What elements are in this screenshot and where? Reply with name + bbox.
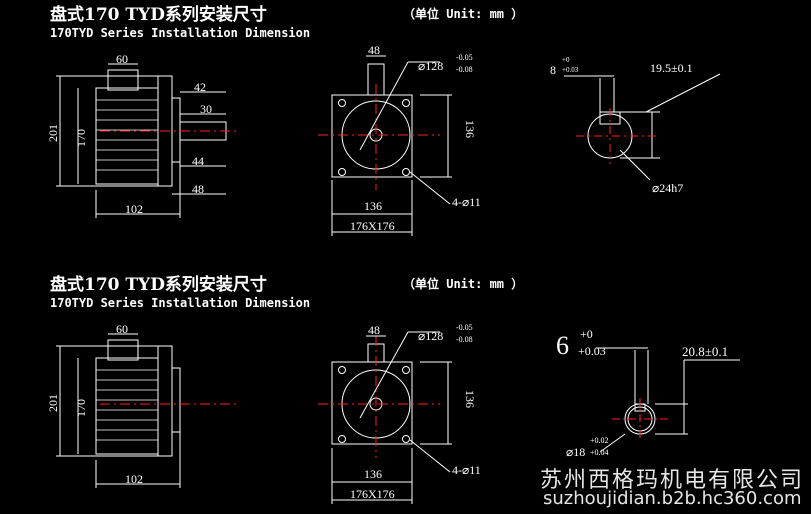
dim-136-w-2: 136 <box>364 467 382 481</box>
section-1-title: 盘式170 TYD系列安装尺寸 <box>50 5 267 25</box>
section-2-unit: （单位 Unit: mm ） <box>403 277 524 291</box>
dim-key-6: 6 <box>556 331 569 360</box>
key-dn-2: +0.03 <box>578 344 606 358</box>
dia-up-2: +0.02 <box>590 436 609 445</box>
dim-shaft-dia: ⌀24h7 <box>652 181 683 195</box>
dim-inner: 170 <box>74 129 88 147</box>
dim-136-h-2: 136 <box>463 390 477 408</box>
key-up: +0 <box>562 56 570 64</box>
dim-length: 102 <box>125 202 143 216</box>
dim-48: 48 <box>192 182 204 196</box>
dim-42: 42 <box>194 80 206 94</box>
dim-shaft-width-2: 60 <box>116 322 128 336</box>
dim-height: 201 <box>46 124 60 142</box>
dim-holes-2: 4-⌀11 <box>452 463 481 477</box>
dim-outer-2: 176X176 <box>350 487 395 501</box>
dim-inner-2: 170 <box>74 399 88 417</box>
dim-shaft-dia-2: ⌀18 <box>566 445 585 459</box>
side-view-1 <box>56 63 236 218</box>
dim-136-w: 136 <box>364 199 382 213</box>
tol-up-2: -0.05 <box>456 323 473 332</box>
dim-key-8: 8 <box>550 63 556 77</box>
dim-key-48-2: 48 <box>368 323 380 337</box>
side-view-2 <box>56 333 236 488</box>
section-1-unit: （单位 Unit: mm ） <box>403 7 524 21</box>
tol-up: -0.05 <box>456 53 473 62</box>
key-dn: +0.03 <box>562 66 579 74</box>
dim-30: 30 <box>200 102 212 116</box>
front-view-2 <box>318 331 452 504</box>
shaft-detail-1 <box>564 73 721 181</box>
tol-dn-2: -0.08 <box>456 335 473 344</box>
section-2-title: 盘式170 TYD系列安装尺寸 <box>50 275 267 295</box>
front-view-1 <box>318 55 452 236</box>
section-2-subtitle: 170TYD Series Installation Dimension <box>50 296 311 310</box>
dim-outer: 176X176 <box>350 219 395 233</box>
section-1-subtitle: 170TYD Series Installation Dimension <box>50 26 311 40</box>
dim-length-2: 102 <box>125 472 143 486</box>
dim-dia-128: ⌀128 <box>418 59 443 73</box>
dim-depth-2: 20.8±0.1 <box>682 344 728 359</box>
dim-44: 44 <box>192 154 204 168</box>
dim-key-48: 48 <box>368 43 380 57</box>
dim-depth: 19.5±0.1 <box>650 61 693 75</box>
dim-holes: 4-⌀11 <box>452 195 481 209</box>
shaft-detail-2 <box>596 347 740 453</box>
watermark-url: suzhoujidian.b2b.hc360.com <box>543 488 802 509</box>
dim-136-h: 136 <box>463 120 477 138</box>
dim-height-2: 201 <box>46 394 60 412</box>
dim-dia-128-2: ⌀128 <box>418 329 443 343</box>
tol-dn: -0.08 <box>456 65 473 74</box>
key-up-2: +0 <box>580 327 593 341</box>
dia-dn-2: +0.04 <box>590 448 609 457</box>
watermark-company: 苏州西格玛机电有限公司 <box>540 468 805 493</box>
dim-shaft-width: 60 <box>116 52 128 66</box>
